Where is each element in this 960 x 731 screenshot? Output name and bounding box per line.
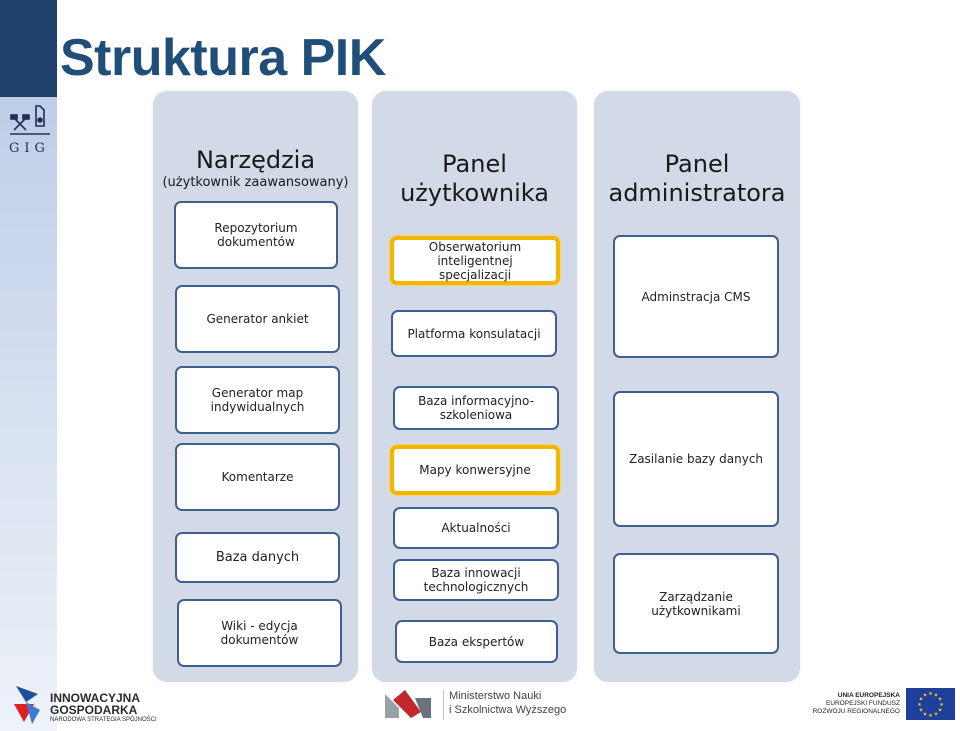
eu-flag-icon: ★★★ ★★★ ★★★ ★★★ bbox=[906, 688, 955, 720]
ig-emblem-icon bbox=[14, 686, 40, 724]
eu-logo: UNIA EUROPEJSKA EUROPEJSKI FUNDUSZ ROZWO… bbox=[812, 688, 957, 722]
svg-text:★: ★ bbox=[919, 697, 924, 703]
svg-text:★: ★ bbox=[923, 693, 928, 699]
item-box[interactable]: Zasilanie bazy danych bbox=[613, 391, 779, 527]
item-box[interactable]: Adminstracja CMS bbox=[613, 235, 779, 358]
column-title: Narzędzia bbox=[195, 146, 316, 174]
sidebar: GIG bbox=[0, 0, 57, 731]
sidebar-top-bar bbox=[0, 0, 57, 97]
column-title: Panel bbox=[664, 150, 730, 178]
ministry-line1: Ministerstwo Nauki bbox=[449, 690, 542, 702]
ministry-emblem-icon bbox=[385, 690, 431, 718]
ig-line1: INNOWACYJNA bbox=[50, 691, 141, 705]
svg-text:★: ★ bbox=[938, 697, 943, 703]
item-box[interactable]: Aktualności bbox=[393, 507, 559, 549]
item-box[interactable]: Wiki - edycja dokumentów bbox=[177, 599, 342, 667]
column-narzedzia: Narzędzia (użytkownik zaawansowany) Repo… bbox=[153, 91, 358, 682]
innowacyjna-gospodarka-logo: INNOWACYJNA GOSPODARKA NARODOWA STRATEGI… bbox=[12, 684, 172, 728]
svg-text:★: ★ bbox=[938, 708, 943, 714]
eu-line2: EUROPEJSKI FUNDUSZ bbox=[825, 700, 900, 707]
ministry-logo: Ministerstwo Nauki i Szkolnictwa Wyższeg… bbox=[385, 688, 570, 722]
item-box[interactable]: Baza innowacji technologicznych bbox=[393, 559, 559, 601]
item-box[interactable]: Platforma konsulatacji bbox=[391, 310, 557, 357]
column-title: Panel bbox=[442, 150, 507, 178]
item-box-highlighted[interactable]: Mapy konwersyjne bbox=[390, 445, 560, 495]
item-box[interactable]: Baza informacyjno-szkoleniowa bbox=[393, 386, 559, 430]
svg-text:★: ★ bbox=[917, 702, 922, 708]
column-panel-uzytkownika: Panel użytkownika Obserwatorium intelige… bbox=[372, 91, 577, 682]
column-title: administratora bbox=[608, 179, 786, 207]
item-box[interactable]: Generator map indywidualnych bbox=[175, 366, 340, 434]
svg-text:★: ★ bbox=[919, 708, 924, 714]
page-title: Struktura PIK bbox=[60, 29, 386, 87]
item-box[interactable]: Baza danych bbox=[175, 532, 340, 583]
item-box[interactable]: Zarządzanie użytkownikami bbox=[613, 553, 779, 654]
svg-text:★: ★ bbox=[923, 712, 928, 718]
svg-text:★: ★ bbox=[939, 702, 944, 708]
item-box[interactable]: Generator ankiet bbox=[175, 285, 340, 353]
column-panel-administratora: Panel administratora Adminstracja CMS Za… bbox=[594, 91, 800, 682]
item-box[interactable]: Komentarze bbox=[175, 443, 340, 511]
ministry-line2: i Szkolnictwa Wyższego bbox=[449, 704, 567, 716]
svg-text:★: ★ bbox=[934, 693, 939, 699]
item-box-highlighted[interactable]: Obserwatorium inteligentnej specjalizacj… bbox=[390, 236, 560, 285]
ig-line2: GOSPODARKA bbox=[50, 703, 138, 717]
ig-line3: NARODOWA STRATEGIA SPÓJNOŚCI bbox=[50, 717, 157, 723]
item-box[interactable]: Repozytorium dokumentów bbox=[174, 201, 338, 269]
gig-logo-text: GIG bbox=[9, 141, 50, 156]
column-title: użytkownika bbox=[400, 179, 549, 207]
svg-text:★: ★ bbox=[934, 712, 939, 718]
item-box[interactable]: Baza ekspertów bbox=[395, 620, 558, 663]
eu-line1: UNIA EUROPEJSKA bbox=[837, 692, 900, 699]
eu-line3: ROZWOJU REGIONALNEGO bbox=[812, 708, 900, 715]
gig-logo-icon bbox=[10, 105, 50, 135]
svg-text:★: ★ bbox=[928, 713, 933, 719]
svg-text:★: ★ bbox=[928, 691, 933, 697]
column-subtitle: (użytkownik zaawansowany) bbox=[162, 175, 349, 190]
